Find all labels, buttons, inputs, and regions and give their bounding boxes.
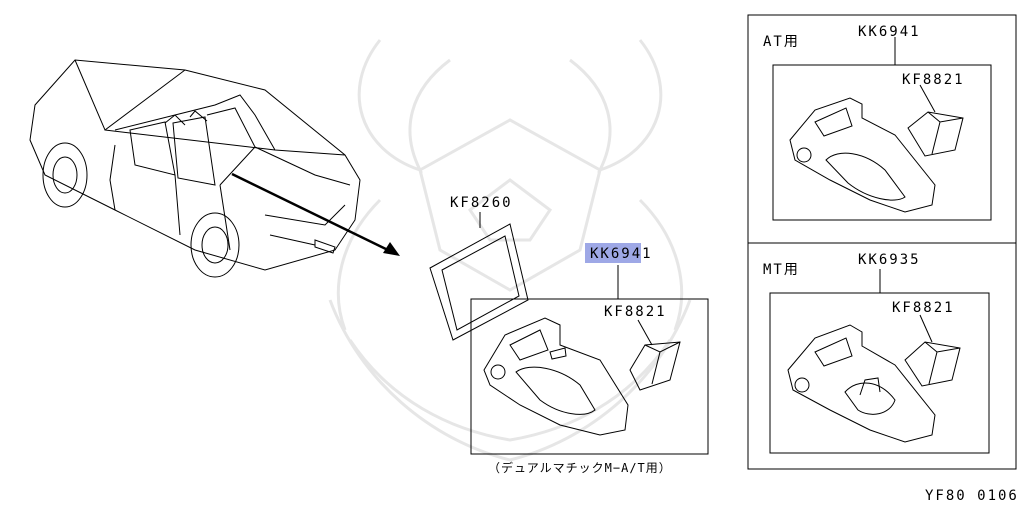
label-at-title: AT用	[763, 34, 800, 50]
label-mt-title: MT用	[763, 262, 800, 278]
highlight-marker	[585, 243, 641, 263]
label-kk6941-at[interactable]: KK6941	[858, 24, 921, 40]
label-kk6941-main[interactable]: KK6941	[590, 246, 653, 262]
label-kf8821-at[interactable]: KF8821	[902, 72, 965, 88]
car-illustration	[15, 35, 415, 325]
label-kf8821-mt[interactable]: KF8821	[892, 300, 955, 316]
figure-code: YF80 0106	[925, 488, 1019, 504]
label-kk6935-mt[interactable]: KK6935	[858, 252, 921, 268]
label-kf8821-main[interactable]: KF8821	[604, 304, 667, 320]
label-kf8260[interactable]: KF8260	[450, 195, 513, 211]
label-dualmatic-note: （デュアルマチックM−A/T用）	[488, 461, 672, 475]
